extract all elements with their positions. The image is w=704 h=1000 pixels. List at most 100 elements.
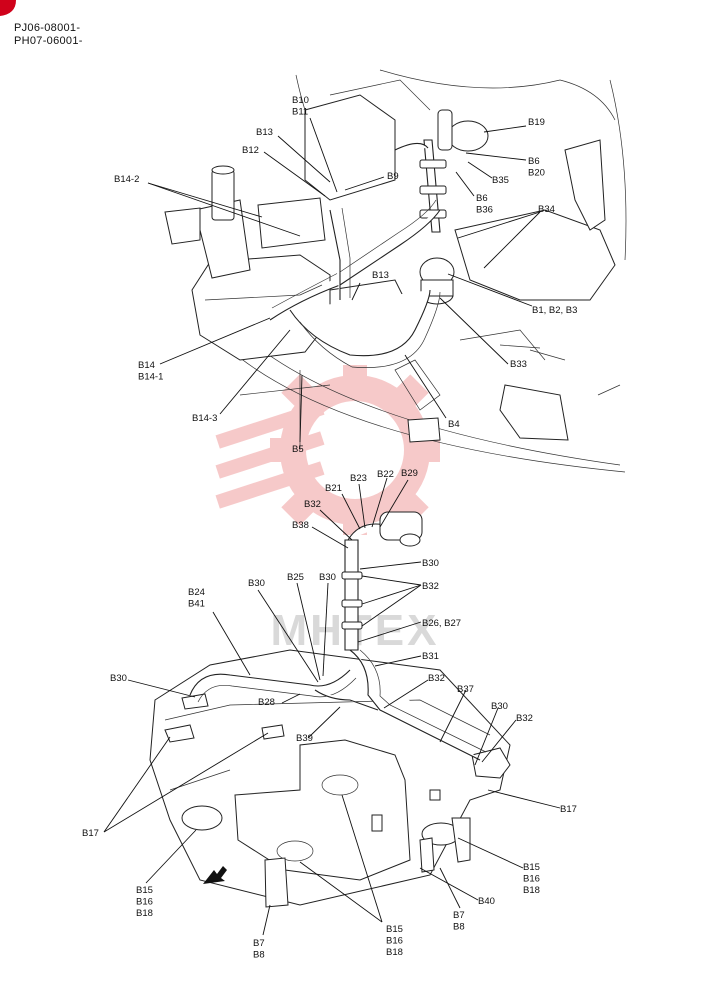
callout-line: B41: [188, 599, 205, 610]
callout-line: B36: [476, 205, 493, 216]
lower-assembly-drawing: [149, 511, 511, 908]
callout-line: B14-2: [114, 174, 139, 185]
callout-line: B18: [386, 947, 403, 958]
callout-line: B18: [136, 908, 153, 919]
callout-line: B4: [448, 419, 460, 430]
callout-line: B17: [560, 804, 577, 815]
callout-line: B40: [478, 896, 495, 907]
callout-b32c: B32: [428, 673, 445, 684]
callout-line: B15: [386, 924, 403, 935]
callout-b26: B26, B27: [422, 618, 461, 629]
callout-line: B12: [242, 145, 259, 156]
callout-b38: B38: [292, 520, 309, 531]
callout-line: B32: [422, 581, 439, 592]
callout-line: B19: [528, 117, 545, 128]
callout-line: B30: [422, 558, 439, 569]
callout-line: B30: [491, 701, 508, 712]
callout-line: B22: [377, 469, 394, 480]
callout-line: B20: [528, 168, 545, 179]
callout-b12: B12: [242, 145, 259, 156]
callout-line: B38: [292, 520, 309, 531]
callout-line: B14-1: [138, 372, 163, 383]
callout-b13a: B13: [256, 127, 273, 138]
callout-line: B25: [287, 572, 304, 583]
callout-line: B16: [523, 874, 540, 885]
callout-b13b: B13: [372, 270, 389, 281]
callout-b30c: B30: [319, 572, 336, 583]
callout-line: B32: [428, 673, 445, 684]
callout-line: B30: [248, 578, 265, 589]
callout-b29: B29: [401, 468, 418, 479]
callout-line: B14: [138, 360, 155, 371]
callout-b32b: B32: [422, 581, 439, 592]
callout-line: B32: [516, 713, 533, 724]
callout-b30d: B30: [110, 673, 127, 684]
callout-line: B34: [538, 204, 555, 215]
callout-b19: B19: [528, 117, 545, 128]
callout-line: B33: [510, 359, 527, 370]
callout-b5: B5: [292, 444, 304, 455]
callout-b34: B34: [538, 204, 555, 215]
callout-line: B13: [256, 127, 273, 138]
callout-line: B21: [325, 483, 342, 494]
callout-line: B28: [258, 697, 275, 708]
callout-line: B14-3: [192, 413, 217, 424]
callout-b25: B25: [287, 572, 304, 583]
callout-b30a: B30: [422, 558, 439, 569]
callout-b17b: B17: [82, 828, 99, 839]
callout-b30b: B30: [248, 578, 265, 589]
upper-assembly-drawing: [164, 69, 627, 473]
callout-b22: B22: [377, 469, 394, 480]
callout-b14-3: B14-3: [192, 413, 217, 424]
callout-b28: B28: [258, 697, 275, 708]
callout-b31: B31: [422, 651, 439, 662]
callout-b9: B9: [387, 171, 399, 182]
callout-line: B1, B2, B3: [532, 305, 577, 316]
callout-line: B16: [386, 936, 403, 947]
callout-b23: B23: [350, 473, 367, 484]
callout-b40: B40: [478, 896, 495, 907]
callout-line: B31: [422, 651, 439, 662]
front-direction-arrow-icon: [203, 866, 227, 884]
callout-b4: B4: [448, 419, 460, 430]
callout-line: B16: [136, 897, 153, 908]
callout-b33: B33: [510, 359, 527, 370]
callout-line: B7: [253, 938, 265, 949]
callout-b37: B37: [457, 684, 474, 695]
callout-line: B6: [528, 156, 540, 167]
callout-line: B24: [188, 587, 205, 598]
callout-b21: B21: [325, 483, 342, 494]
callout-line: B6: [476, 193, 488, 204]
callout-line: B8: [253, 950, 265, 961]
callout-line: B37: [457, 684, 474, 695]
callout-line: B10: [292, 95, 309, 106]
callout-line: B13: [372, 270, 389, 281]
callout-b35: B35: [492, 175, 509, 186]
callout-line: B8: [453, 922, 465, 933]
upper-leader-lines: [147, 117, 541, 443]
serial-range-2: PH07-06001-: [14, 35, 83, 47]
callout-line: B26, B27: [422, 618, 461, 629]
callout-line: B29: [401, 468, 418, 479]
watermark-gear-icon: [215, 365, 440, 535]
callout-line: B11: [292, 107, 308, 118]
callout-line: B32: [304, 499, 321, 510]
callout-line: B7: [453, 910, 465, 921]
callout-line: B35: [492, 175, 509, 186]
serial-range-1: PJ06-08001-: [14, 22, 81, 34]
callout-line: B18: [523, 885, 540, 896]
callout-line: B39: [296, 733, 313, 744]
